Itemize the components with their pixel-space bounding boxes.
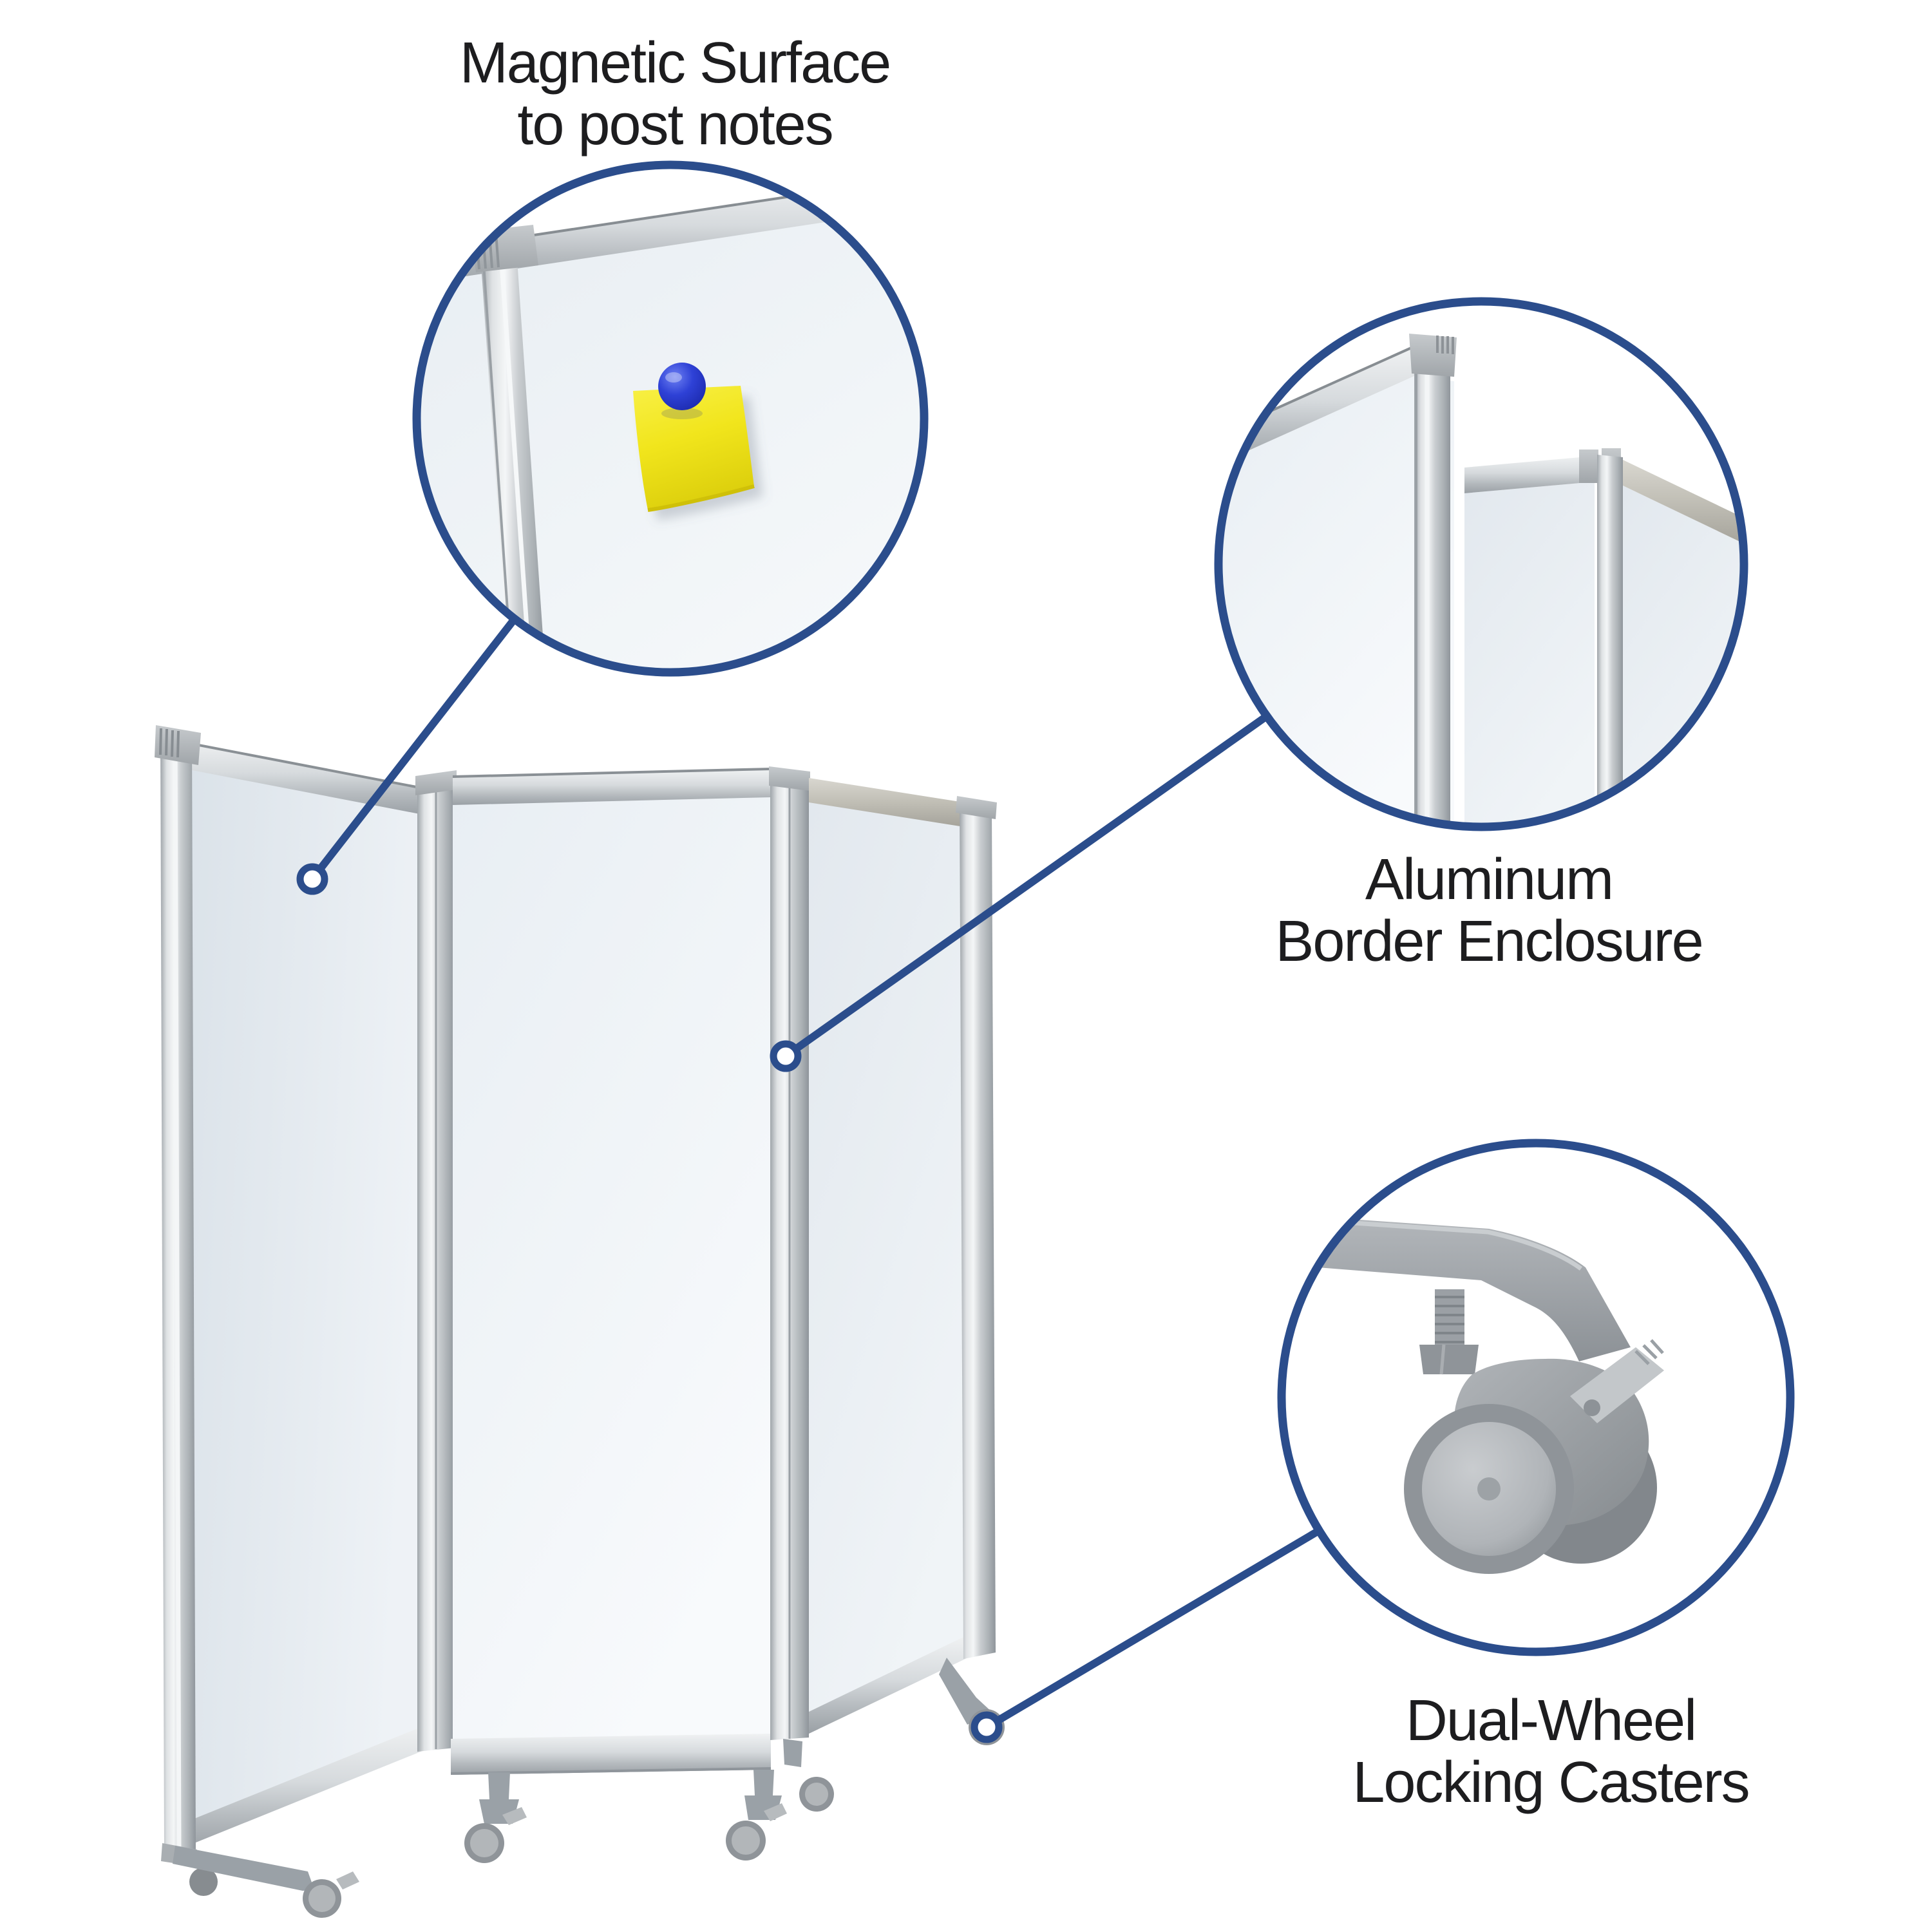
detail-front-top-rail (1218, 346, 1414, 468)
hinge-left-middle (415, 770, 457, 1752)
panel-right-corner-cap (956, 796, 997, 819)
locking-casters-label-line2: Locking Casters (1352, 1750, 1750, 1815)
leader-lines (308, 615, 1321, 1731)
panel-left-face (169, 739, 430, 1852)
detail-front-post (1414, 351, 1450, 827)
locking-casters-label: Dual-Wheel Locking Casters (1352, 1689, 1750, 1815)
caster-leg-right (939, 1658, 993, 1725)
detail-caster-stem (1435, 1289, 1464, 1350)
detail-board-side-post (480, 251, 546, 672)
panel-left-top-rail (169, 739, 426, 815)
magnetic-surface-label-line1: Magnetic Surface (459, 31, 891, 95)
panel-middle (450, 768, 772, 1775)
hinge-left-middle-cap (415, 770, 457, 795)
callout-endpoint-aluminum (770, 1040, 802, 1072)
leader-line-aluminum (782, 712, 1271, 1060)
leader-endpoints (296, 863, 1003, 1743)
panel-left-bottom-rail (172, 1723, 430, 1852)
callout-endpoint-casters (971, 1711, 1003, 1743)
detail-back-rail-left (1464, 456, 1595, 493)
aluminum-border-label: Aluminum Border Enclosure (1275, 848, 1703, 974)
leader-line-magnetic (308, 615, 518, 883)
caster-wheel-back-left (189, 1868, 218, 1896)
magnet (658, 363, 706, 410)
panel-middle-bottom-rail (451, 1734, 771, 1775)
hinge-middle-right-cap (769, 766, 810, 791)
hinge-middle-right (769, 766, 810, 1740)
panel-right-top-rail (809, 778, 964, 827)
panel-right-face (809, 787, 966, 1734)
three-panel-divider (155, 725, 1005, 1918)
magnetic-surface-label-line2: to post notes (517, 93, 833, 157)
casters-callout-circle (1277, 1139, 1795, 1656)
panel-middle-face (453, 774, 771, 1745)
aluminum-border-label-line2: Border Enclosure (1275, 909, 1703, 974)
detail-front-corner-cap (1409, 334, 1457, 377)
panel-left (155, 725, 430, 1866)
callout-endpoint-magnetic (296, 863, 328, 895)
detail-caster-nut (1419, 1345, 1479, 1374)
aluminum-callout-circle (1214, 297, 1748, 831)
detail-back-rail-right (1623, 460, 1744, 545)
panel-middle-top-rail (453, 769, 771, 805)
magnetic-callout-circle (412, 160, 929, 677)
panel-right (809, 778, 997, 1734)
leader-line-casters (983, 1528, 1321, 1731)
panel-right-bottom-rail (809, 1636, 968, 1734)
panel-right-frame-post (960, 802, 996, 1659)
product-casters (173, 1658, 1005, 1918)
detail-back-hinge-post (1597, 455, 1623, 827)
magnetic-surface-label: Magnetic Surface to post notes (459, 31, 891, 157)
locking-casters-label-line1: Dual-Wheel (1405, 1689, 1697, 1753)
caster-leg-left (173, 1846, 314, 1891)
sticky-note (633, 386, 754, 510)
aluminum-border-label-line1: Aluminum (1365, 848, 1614, 912)
